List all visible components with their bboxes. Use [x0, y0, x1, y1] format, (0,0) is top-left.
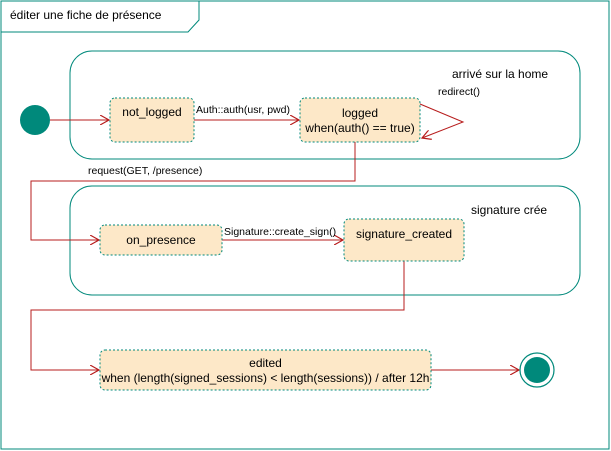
state-logged-name: logged [341, 106, 379, 120]
final-node-inner [524, 357, 550, 383]
region-signature-label: signature crée [471, 203, 548, 217]
state-logged-guard: when(auth() == true) [305, 121, 415, 135]
state-edited[interactable] [99, 349, 432, 391]
state-not-logged[interactable] [109, 97, 195, 143]
transition-auth-label: Auth::auth(usr, pwd) [196, 104, 290, 116]
state-logged[interactable] [299, 97, 421, 143]
frame-title-tab [0, 0, 200, 33]
edge-signature-created-to-edited [30, 261, 405, 370]
state-not-logged-name: not_logged [122, 105, 182, 119]
state-edited-name: edited [249, 356, 282, 370]
state-signature-created-name: signature_created [355, 227, 453, 241]
region-home [69, 50, 581, 160]
diagram-title: éditer une fiche de présence [10, 8, 162, 22]
transition-create-sign-label: Signature::create_sign() [224, 226, 337, 238]
edge-logged-redirect-loop [419, 103, 465, 138]
state-on-presence-name: on_presence [126, 233, 196, 247]
transition-request-label: request(GET, /presence) [88, 165, 203, 177]
initial-node [20, 105, 50, 135]
region-home-label: arrivé sur la home [452, 67, 549, 81]
transition-redirect-label: redirect() [438, 86, 481, 98]
state-signature-created[interactable] [343, 218, 465, 262]
state-edited-guard: when (length(signed_sessions) < length(s… [101, 371, 430, 385]
edge-logged-to-on-presence [30, 142, 356, 240]
state-on-presence[interactable] [99, 224, 223, 256]
